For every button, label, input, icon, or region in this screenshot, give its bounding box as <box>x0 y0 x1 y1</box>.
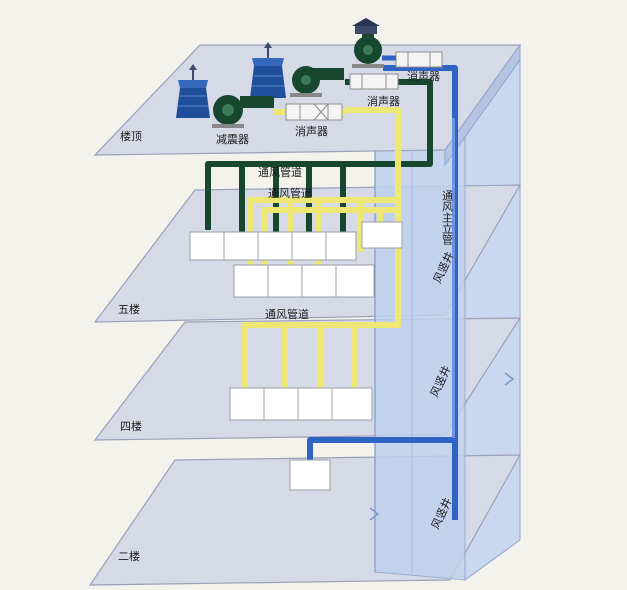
fan-unit-1 <box>212 95 274 128</box>
silencer-yellow-line <box>285 103 343 121</box>
floor-label-4f: 四楼 <box>120 419 142 433</box>
cooling-tower-left <box>176 64 210 118</box>
label-damper: 减震器 <box>216 133 249 146</box>
silencer-blue-line <box>395 51 443 68</box>
label-silencer-blue: 消声器 <box>407 69 440 83</box>
label-duct-mid: 通风管道 <box>268 186 312 200</box>
ac-unit-5f-shaft <box>361 221 403 249</box>
roof-shaft-side <box>444 43 521 167</box>
blue-duct-riser-highlight <box>452 118 455 438</box>
silencer-dark-line <box>349 73 399 90</box>
label-duct-f4: 通风管道 <box>265 307 309 321</box>
label-duct-top: 通风管道 <box>258 165 302 179</box>
floor-label-5f: 五楼 <box>118 302 140 316</box>
ac-units-5f-back <box>189 231 357 261</box>
fan-unit-3 <box>352 18 384 68</box>
label-silencer-yellow: 消声器 <box>295 124 328 138</box>
label-main-riser: 通风主立管 <box>441 190 454 246</box>
shaft-break-upper <box>504 372 515 386</box>
ac-unit-2f <box>289 459 331 491</box>
ac-units-5f-front <box>233 264 375 298</box>
shaft-break-lower <box>369 507 380 521</box>
floor-label-2f: 二楼 <box>118 549 140 563</box>
label-silencer-dark: 消声器 <box>367 94 400 108</box>
cooling-tower-right <box>250 42 286 98</box>
fan-unit-2 <box>290 66 344 97</box>
floor-label-roof: 楼顶 <box>120 129 142 143</box>
ac-units-4f <box>229 387 373 421</box>
